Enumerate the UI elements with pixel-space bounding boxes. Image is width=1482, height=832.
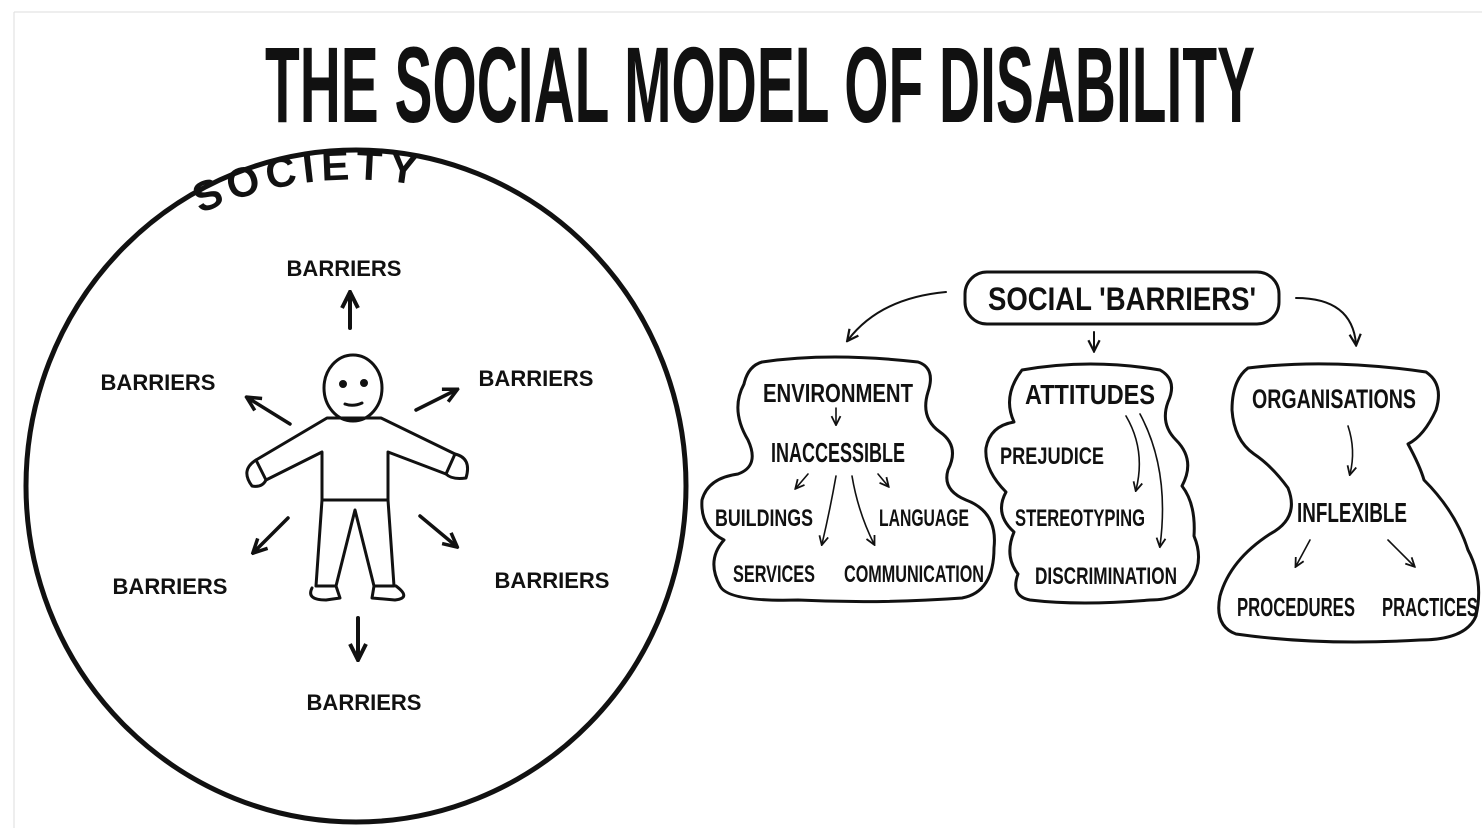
buildings-label: BUILDINGS (715, 505, 813, 532)
arrow-lower-right (418, 514, 456, 546)
barrier-label-upper-left: BARRIERS (101, 370, 216, 395)
arrow-org-3 (1387, 539, 1414, 566)
arrow-upper-left (248, 398, 292, 426)
inflexible-label: INFLEXIBLE (1297, 497, 1407, 528)
arrow-org-2 (1296, 539, 1311, 566)
stereotyping-label: STEREOTYPING (1015, 505, 1145, 532)
social-barriers-box (963, 270, 1281, 326)
social-barriers-label: SOCIAL 'BARRIERS' (988, 281, 1256, 317)
arrow-env-4 (822, 475, 837, 544)
arrow-env-5 (851, 475, 874, 544)
society-circle (23, 147, 689, 825)
procedures-label: PROCEDURES (1237, 592, 1355, 622)
barrier-label-lower-right: BARRIERS (495, 568, 610, 593)
inaccessible-label: INACCESSIBLE (771, 437, 905, 468)
barrier-label-upper-right: BARRIERS (479, 366, 594, 391)
arrow-env-3 (877, 473, 888, 486)
communication-label: COMMUNICATION (844, 561, 984, 588)
services-label: SERVICES (733, 561, 815, 588)
barrier-label-lower-left: BARRIERS (113, 574, 228, 599)
arrow-att-2 (1139, 413, 1163, 546)
discrimination-label: DISCRIMINATION (1035, 563, 1177, 590)
environment-heading: ENVIRONMENT (763, 378, 913, 408)
barrier-label-top: BARRIERS (287, 256, 402, 281)
arrow-upper-right (414, 390, 456, 412)
practices-label: PRACTICES (1382, 592, 1478, 622)
environment-cloud (700, 355, 996, 604)
attitudes-heading: ATTITUDES (1025, 379, 1155, 410)
arrow-to-organisations (1295, 297, 1356, 344)
arrow-org-1 (1348, 425, 1353, 474)
organisations-heading: ORGANISATIONS (1252, 384, 1416, 414)
arrow-att-1 (1125, 415, 1139, 490)
diagram-title: THE SOCIAL MODEL OF DISABILITY (265, 24, 1255, 145)
person-figure (245, 353, 470, 602)
attitudes-cloud (984, 362, 1200, 605)
language-label: LANGUAGE (879, 505, 969, 532)
barrier-label-bottom: BARRIERS (307, 690, 422, 715)
prejudice-label: PREJUDICE (1000, 443, 1104, 470)
arrow-env-2 (796, 473, 809, 488)
arrow-to-environment (848, 291, 947, 340)
arrow-lower-left (254, 516, 290, 552)
organisations-cloud (1217, 362, 1481, 644)
